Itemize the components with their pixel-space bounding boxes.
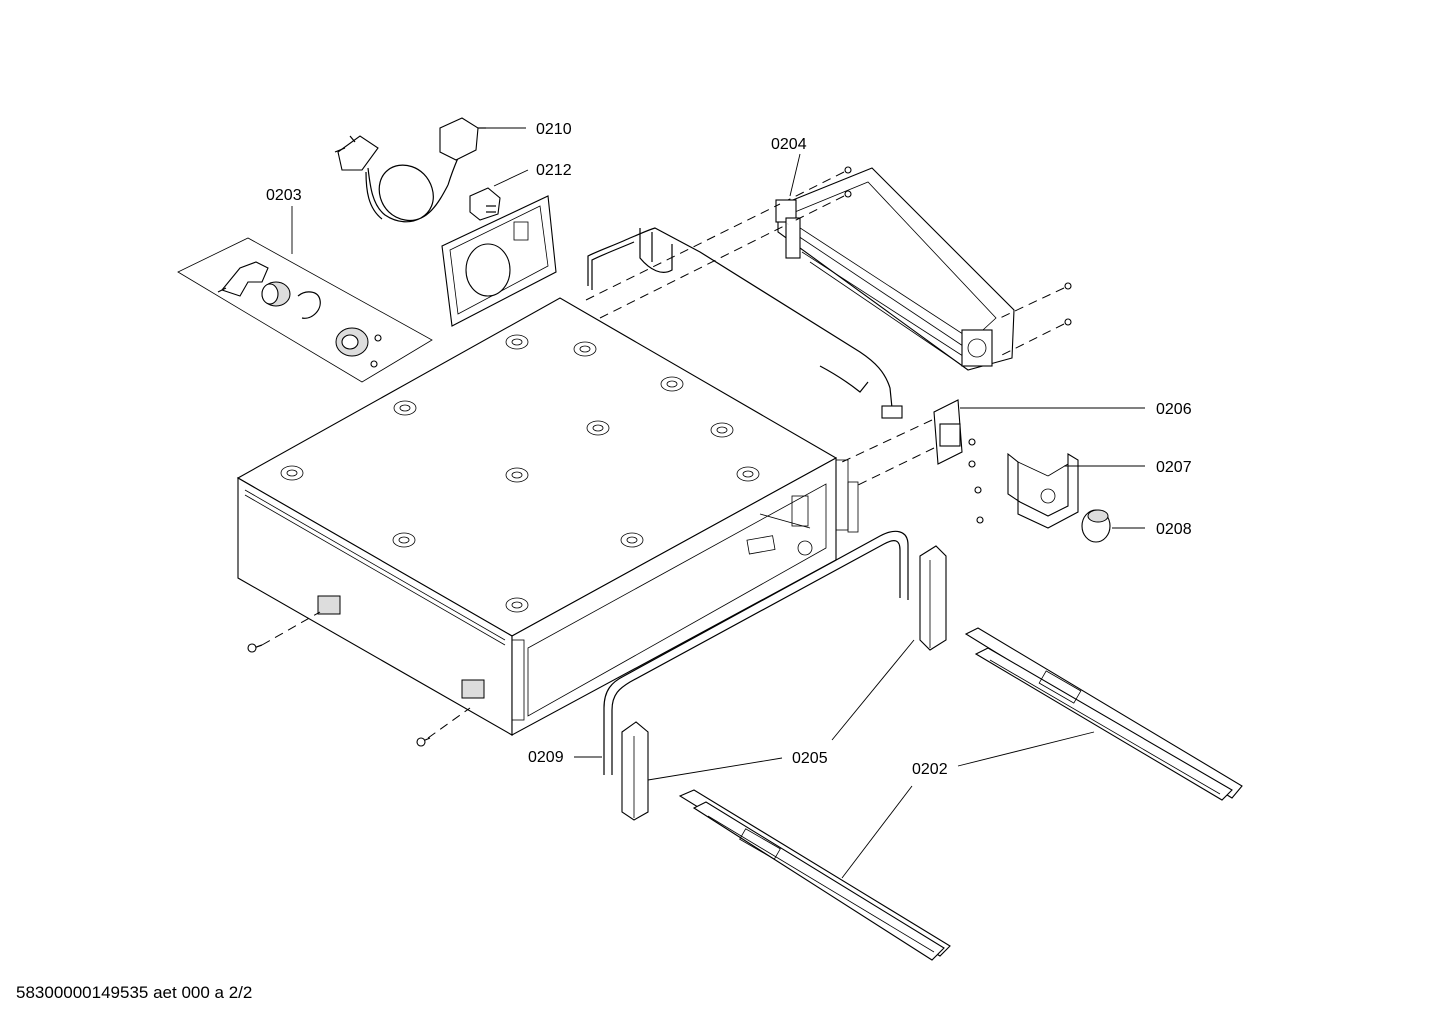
main-housing bbox=[236, 297, 859, 736]
knob-assembly bbox=[177, 237, 433, 383]
spacer-block-left bbox=[621, 721, 649, 821]
label-0207: 0207 bbox=[1156, 459, 1192, 476]
rail-right bbox=[964, 627, 1243, 801]
power-cord bbox=[334, 117, 486, 223]
seal-strip bbox=[603, 530, 909, 775]
part-labels: 0210 0212 0203 0204 0206 0207 0208 0209 … bbox=[266, 121, 1192, 778]
label-0202: 0202 bbox=[912, 761, 948, 778]
label-0205: 0205 bbox=[792, 750, 828, 767]
rail-left bbox=[678, 789, 951, 961]
label-0204: 0204 bbox=[771, 136, 807, 153]
label-0209: 0209 bbox=[528, 749, 564, 766]
spacer-block-right bbox=[919, 545, 947, 651]
label-0206: 0206 bbox=[1156, 401, 1192, 418]
back-plate bbox=[441, 195, 557, 327]
switch-module bbox=[841, 399, 976, 487]
label-0203: 0203 bbox=[266, 187, 302, 204]
mounting-bracket bbox=[974, 452, 1079, 529]
label-0210: 0210 bbox=[536, 121, 572, 138]
wiring-harness bbox=[585, 203, 903, 419]
screw-left-lower bbox=[416, 707, 471, 747]
connector-0212 bbox=[469, 187, 501, 221]
leader-lines bbox=[291, 127, 1145, 879]
blower-assembly bbox=[775, 166, 1072, 371]
screw-left-upper bbox=[247, 611, 321, 653]
drawing-number: 58300000149535 aet 000 a 2/2 bbox=[16, 983, 252, 1002]
label-0208: 0208 bbox=[1156, 521, 1192, 538]
label-0212: 0212 bbox=[536, 162, 572, 179]
control-knob bbox=[1081, 509, 1111, 543]
